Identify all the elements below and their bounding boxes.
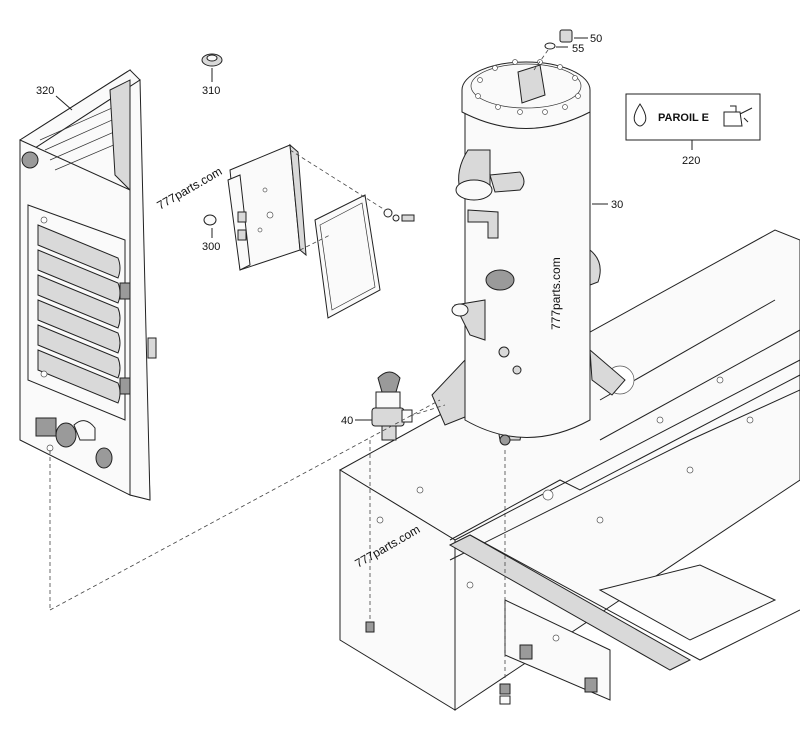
callout-55: 55 [572, 43, 584, 55]
receiver-tank [431, 59, 626, 446]
drain-valve [365, 371, 511, 705]
callout-220: 220 [682, 155, 700, 167]
callout-30: 30 [611, 199, 623, 211]
leader-lines [55, 37, 693, 421]
base-frame [339, 229, 800, 711]
callout-320: 320 [36, 85, 54, 97]
plug-and-seal [533, 29, 573, 71]
oil-drop-icon [633, 103, 647, 127]
lubricant-name: PAROIL E [658, 112, 709, 124]
lubricant-box [625, 93, 761, 141]
controller-module [203, 143, 415, 319]
door-panel [19, 69, 441, 611]
callout-50: 50 [590, 33, 602, 45]
cap-part [201, 53, 223, 67]
watermark-1: 777parts.com [155, 164, 225, 212]
watermark-2: 777parts.com [549, 257, 563, 330]
callout-300: 300 [202, 241, 220, 253]
callout-40: 40 [341, 415, 353, 427]
oil-can-icon [723, 105, 753, 127]
callout-310: 310 [202, 85, 220, 97]
